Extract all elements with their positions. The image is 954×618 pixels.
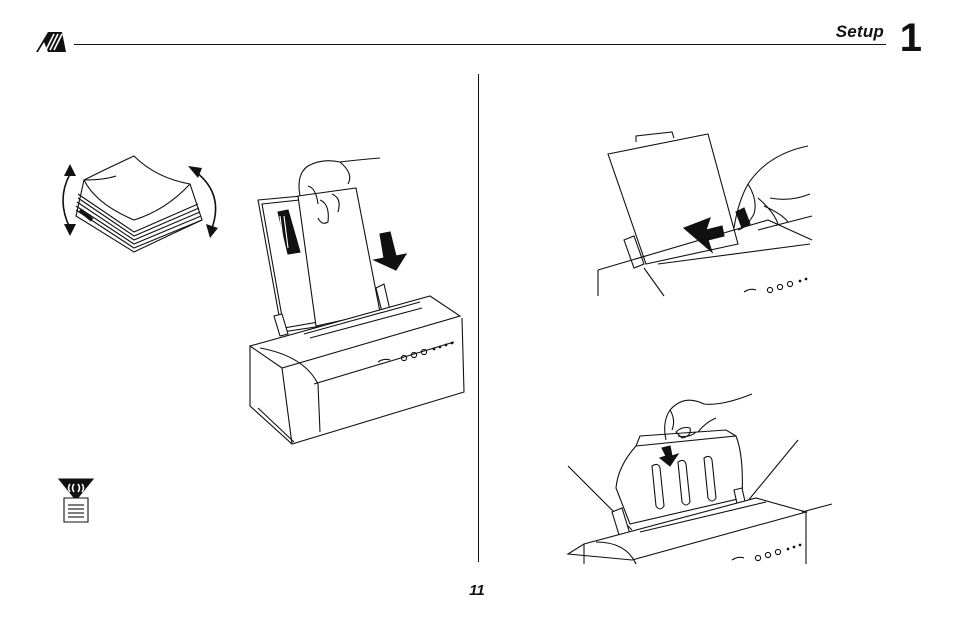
printer-paper-load-illustration	[244, 156, 468, 454]
section-label: Setup	[836, 22, 884, 42]
paper-insert-arrow-illustration	[598, 132, 812, 296]
page-number: 11	[0, 582, 954, 599]
chapter-number: 1	[900, 16, 922, 60]
paper-guide-adjust-illustration	[566, 392, 832, 564]
column-divider	[478, 74, 479, 562]
brand-logo-icon	[34, 28, 68, 54]
note-icon	[58, 478, 94, 524]
paper-stack-fan-icon	[56, 150, 226, 262]
header-rule	[74, 44, 886, 45]
